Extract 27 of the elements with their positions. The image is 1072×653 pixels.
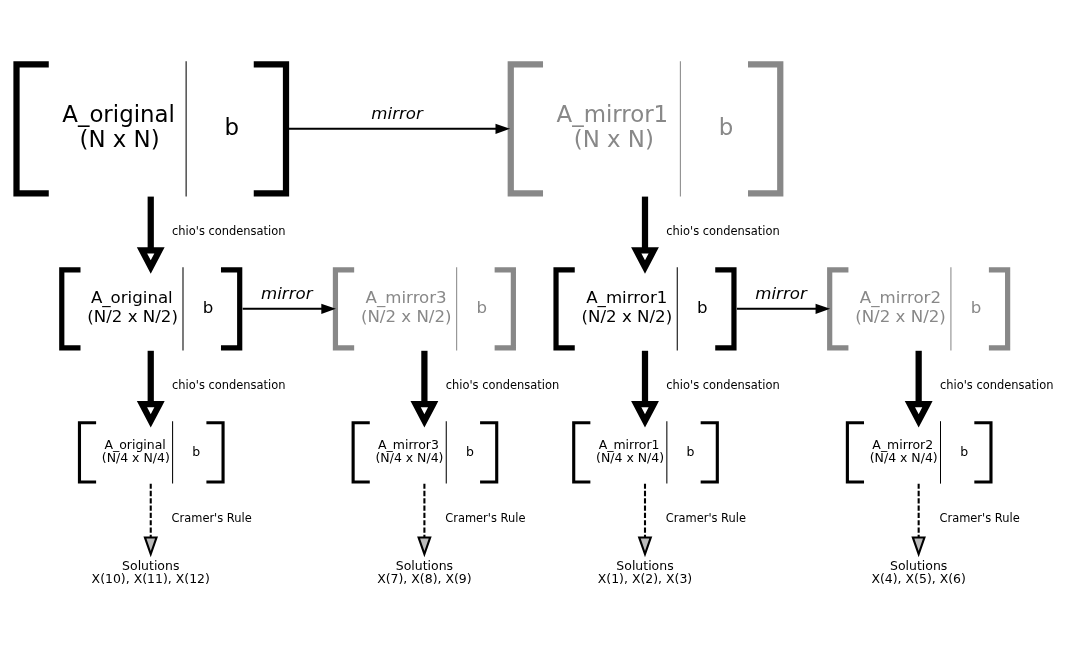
node-text: A_mirror1 (N/2 x N/2) b (581, 288, 708, 327)
edge-label: chio's condensation (445, 377, 560, 392)
node-text: A_mirror3 (N/2 x N/2) b (360, 288, 487, 327)
edge-label: chio's condensation (939, 377, 1054, 392)
edge-label: Cramer's Rule (939, 510, 1020, 525)
edge-label: chio's condensation (666, 223, 780, 238)
node-text: A_mirror1 (N/4 x N/4) b (596, 436, 695, 466)
node-text: Solutions X(7), X(8), X(9) (377, 557, 472, 587)
node-text: Solutions X(10), X(11), X(12) (91, 557, 210, 587)
node-text: A_original (N/4 x N/4) b (101, 436, 201, 466)
node-text: Solutions X(1), X(2), X(3) (597, 557, 693, 587)
edge-label: mirror (755, 284, 807, 304)
node-text: Solutions X(4), X(5), X(6) (871, 557, 966, 587)
edge-label: chio's condensation (666, 377, 780, 392)
edge-label: mirror (261, 284, 313, 304)
edge-label: Cramer's Rule (171, 510, 252, 525)
node-text: A_original (N/2 x N/2) b (87, 288, 214, 327)
edge-label: mirror (371, 104, 423, 124)
edge-label: Cramer's Rule (445, 510, 526, 525)
edge-label: Cramer's Rule (665, 510, 747, 525)
node-text: A_mirror3 (N/4 x N/4) b (375, 436, 474, 466)
edge-label: chio's condensation (172, 223, 286, 238)
node-text: A_original (N x N) b (62, 101, 240, 153)
node-text: A_mirror2 (N/4 x N/4) b (869, 436, 969, 466)
node-text: A_mirror2 (N/2 x N/2) b (855, 288, 982, 327)
node-text: A_mirror1 (N x N) b (556, 101, 734, 153)
edge-label: chio's condensation (172, 377, 286, 392)
